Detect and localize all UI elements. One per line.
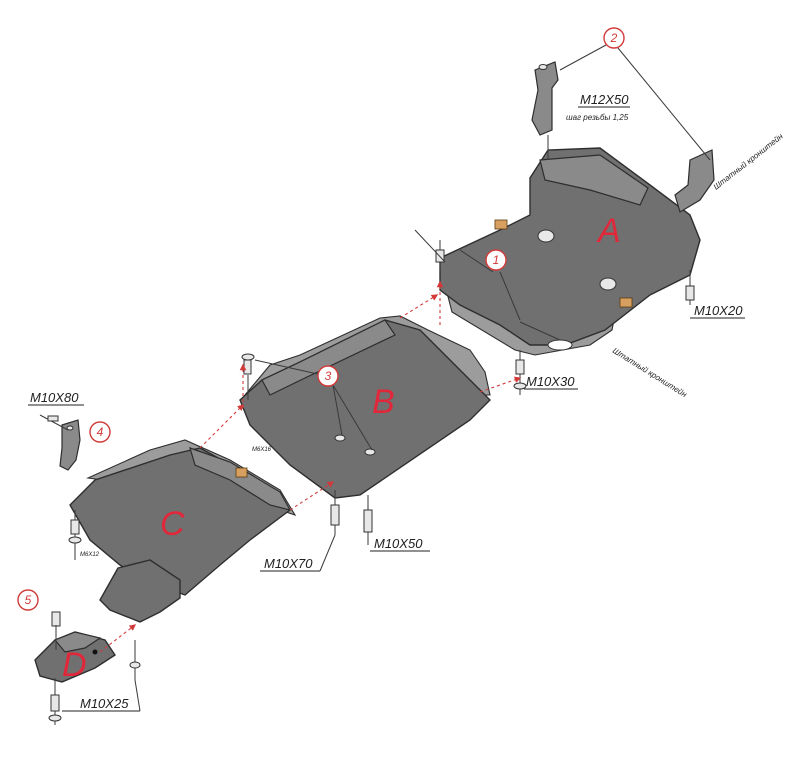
callout-4: 4 — [89, 421, 111, 443]
nut-icon — [619, 297, 633, 308]
callout-1: 1 — [485, 249, 507, 271]
label-m10x20: M10X20 — [694, 303, 743, 318]
part-d-label: D — [62, 646, 87, 684]
plate-c — [69, 439, 297, 623]
callout-5: 5 — [17, 589, 39, 611]
plate-b — [239, 315, 491, 499]
label-m10x50: M10X50 — [374, 536, 423, 551]
assembly-arrows — [99, 280, 522, 653]
note-stock-bracket-top: Штатный кронштейн — [712, 131, 786, 191]
nut-icon — [494, 219, 508, 230]
callout-1-label: 1 — [493, 253, 500, 267]
callout-4-label: 4 — [97, 425, 104, 439]
label-m10x70: M10X70 — [264, 556, 313, 571]
bracket-4 — [59, 419, 81, 471]
label-m10x80: M10X80 — [30, 390, 79, 405]
callout-3: 3 — [317, 365, 339, 387]
part-c-label: C — [160, 505, 185, 543]
callout-5-label: 5 — [25, 593, 32, 607]
callout-3-label: 3 — [325, 369, 332, 383]
bracket-2-right — [674, 149, 715, 213]
label-m6x12: M6X12 — [80, 552, 100, 558]
callout-leaders — [254, 44, 711, 451]
part-b-label: B — [372, 383, 395, 421]
callout-2: 2 — [603, 27, 625, 49]
label-m10x30: M10X30 — [526, 374, 575, 389]
label-m12x50: M12X50 — [580, 92, 629, 107]
bracket-2-top — [531, 61, 559, 160]
part-a-label: A — [596, 212, 621, 250]
label-thread-pitch: шаг резьбы 1,25 — [566, 113, 629, 122]
note-stock-bracket-bottom: Штатный кронштейн — [611, 346, 689, 399]
label-m10x25: M10X25 — [80, 696, 129, 711]
plate-d — [34, 631, 116, 683]
nut-icon — [235, 467, 248, 478]
callout-2-label: 2 — [610, 31, 618, 45]
hardware — [39, 229, 695, 725]
label-m6x16: M6X16 — [252, 447, 272, 453]
plate-a — [439, 147, 701, 356]
